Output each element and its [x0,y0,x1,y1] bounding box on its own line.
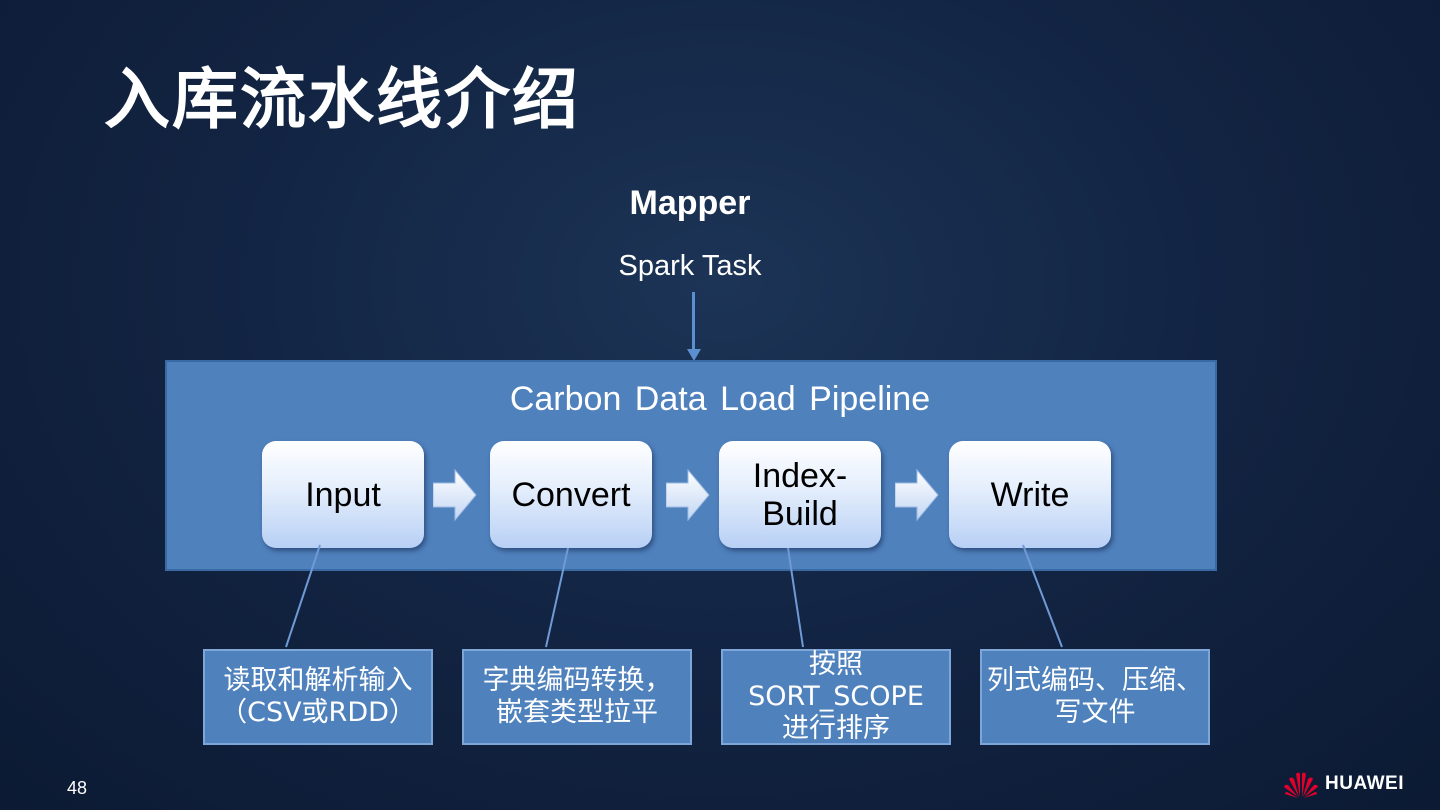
note-input-line-2: （CSV或RDD） [220,697,416,728]
note-index-build-line-1: 按照 [808,649,863,680]
stage-index-build: Index- Build [719,441,881,548]
stage-write: Write [949,441,1111,548]
connector-index-build [787,547,804,648]
connector-write [1022,544,1063,648]
note-input: 读取和解析输入 （CSV或RDD） [203,649,433,745]
note-write-line-2: 写文件 [1054,697,1136,728]
input-arrow-head [687,349,701,361]
note-index-build-line-3: 进行排序 [781,713,890,744]
note-write-line-1: 列式编码、压缩、 [987,665,1203,696]
connector-convert [545,547,569,648]
page-number: 48 [67,778,88,798]
note-index-build-text: 按照 SORT_SCOPE 进行排序 [748,649,924,745]
note-convert-line-1: 字典编码转换， [482,665,672,696]
stage-write-text: Write [991,476,1070,514]
note-convert-line-2: 嵌套类型拉平 [496,697,658,728]
pipeline-title: Carbon Data Load Pipeline [509,380,931,418]
note-write-text: 列式编码、压缩、 写文件 [987,665,1203,729]
flow-arrow-1 [433,468,477,522]
input-arrow-shaft [692,292,695,350]
stage-input: Input [262,441,424,548]
note-input-line-1: 读取和解析输入 [223,665,413,696]
note-write: 列式编码、压缩、 写文件 [980,649,1210,745]
note-index-build: 按照 SORT_SCOPE 进行排序 [721,649,951,745]
stage-convert-text: Convert [511,476,630,514]
stage-index-build-line-1: Index- [752,456,848,495]
mapper-label: Mapper [629,184,751,222]
stage-input-text: Input [305,476,381,514]
stage-convert-line: Convert [511,475,631,514]
stage-convert: Convert [490,441,652,548]
flow-arrow-3 [895,468,939,522]
slide-title: 入库流水线介绍 [104,61,580,138]
spark-task-label: Spark Task [618,250,762,282]
note-input-text: 读取和解析输入 （CSV或RDD） [220,665,416,729]
note-index-build-line-2: SORT_SCOPE [748,681,924,712]
flow-arrow-2 [666,468,710,522]
stage-index-build-line-2: Build [762,494,838,533]
connector-input [285,544,321,648]
note-convert: 字典编码转换， 嵌套类型拉平 [462,649,692,745]
stage-index-build-text: Index- Build [753,457,848,533]
stage-input-line: Input [305,475,381,514]
huawei-flower-icon [1284,772,1318,798]
note-convert-text: 字典编码转换， 嵌套类型拉平 [483,665,672,729]
stage-write-line: Write [990,475,1070,514]
huawei-logo: HUAWEI [1283,770,1404,798]
brand-name: HUAWEI [1325,773,1404,794]
